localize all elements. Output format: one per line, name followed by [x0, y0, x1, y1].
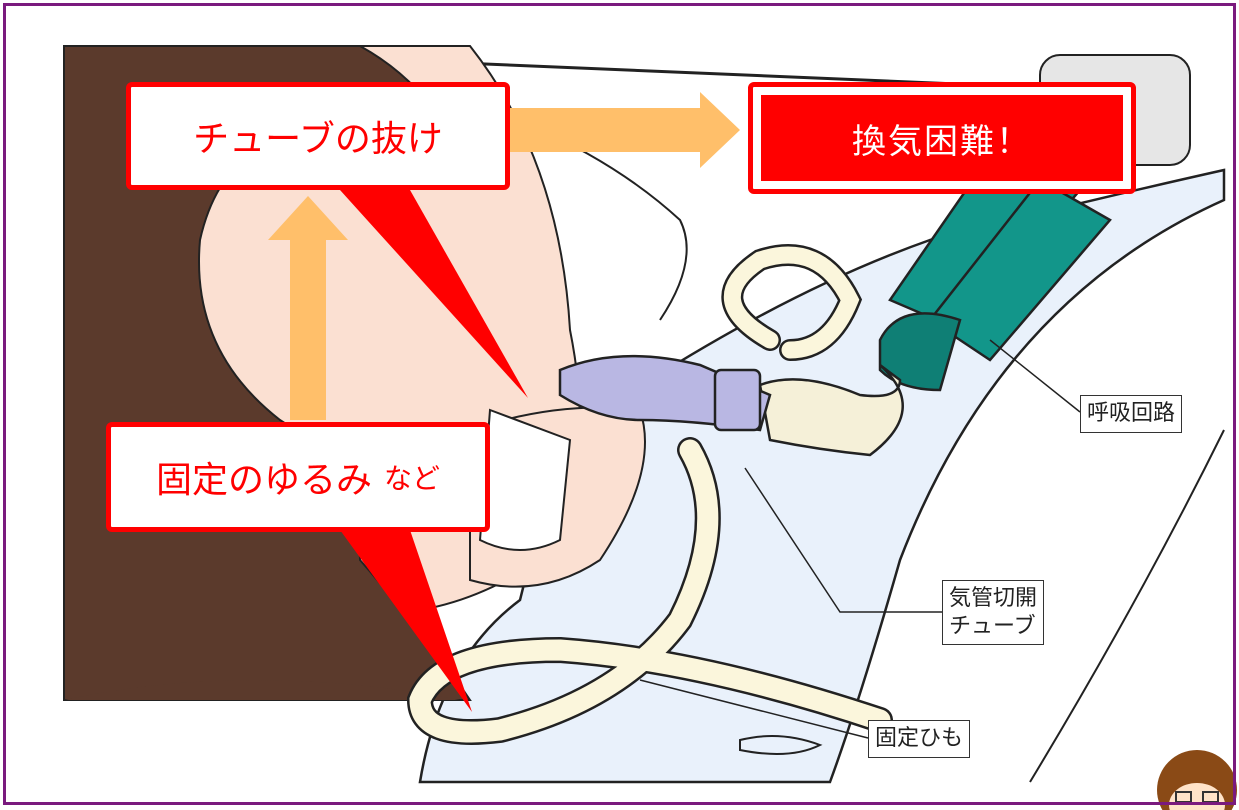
leader-fixation-tie [639, 679, 869, 739]
label-breathing-circuit: 呼吸回路 [1080, 395, 1183, 433]
patient-hair-lower [64, 680, 460, 700]
callout-loose-fixation: 固定のゆるみ など [106, 422, 490, 532]
callout-ventilation-difficulty-fill: 換気困難！ [761, 95, 1123, 181]
label-breathing-circuit-text: 呼吸回路 [1087, 401, 1176, 426]
leader-breathing-circuit [989, 339, 1081, 413]
tube-flange [713, 368, 762, 432]
callout-ventilation-difficulty-text: 換気困難！ [852, 121, 1032, 162]
callout-tail-tube [340, 190, 528, 398]
label-fixation-tie-text: 固定ひも [875, 726, 964, 751]
callout-ventilation-difficulty: 換気困難！ [748, 82, 1136, 194]
arrow-up [268, 196, 348, 420]
fixation-tie-lower [409, 439, 891, 743]
leader-tracheostomy-tube [744, 467, 942, 613]
label-tracheostomy-tube-line2: チューブ [949, 613, 1036, 639]
label-tracheostomy-tube-line1: 気管切開 [949, 586, 1038, 611]
callout-tube-dislodge-text: チューブの抜け [193, 119, 443, 160]
label-tracheostomy-tube: 気管切開 チューブ [942, 580, 1045, 645]
gauze-pad [478, 408, 572, 551]
gown-fold [739, 735, 823, 755]
callout-loose-fixation-text: 固定のゆるみ [155, 460, 372, 501]
callout-tube-dislodge: チューブの抜け [126, 82, 510, 190]
elbow-connector [758, 364, 904, 457]
arrow-right [510, 92, 740, 168]
green-hose-right [928, 178, 1112, 362]
illustration-frame [3, 3, 1236, 805]
fixation-tie-upper [724, 246, 860, 359]
callout-loose-fixation-suffix: など [384, 462, 441, 495]
green-y-connector [878, 312, 962, 392]
gown-edge [1029, 429, 1225, 783]
label-fixation-tie: 固定ひも [868, 720, 971, 758]
callout-tail-fixation [340, 530, 472, 712]
